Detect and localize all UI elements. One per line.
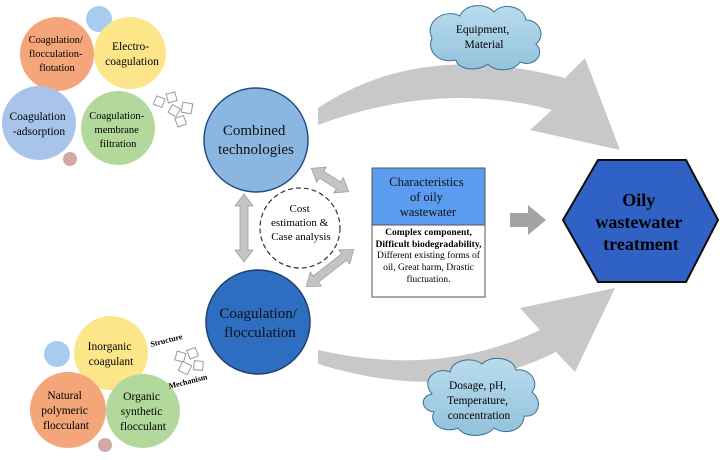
characteristics-header	[371, 167, 486, 226]
cloud-bottom-line: Temperature,	[447, 395, 508, 407]
circle-inorganic-coagulant	[74, 316, 148, 390]
circle-organic-synthetic	[106, 374, 180, 448]
coag-floc-flot-line: flocculation-	[29, 49, 83, 60]
vertical-double-arrow	[234, 193, 254, 263]
combined-technologies-label: Combined technologies	[218, 123, 294, 158]
circle-natural-polymeric	[30, 372, 106, 448]
combined-line: Combined	[223, 123, 286, 139]
target-label: Oily wastewater treatment	[595, 190, 686, 254]
lower-diagonal-double-arrow	[305, 249, 355, 287]
organic-line: flocculant	[120, 421, 167, 433]
circle-coag-membrane	[81, 91, 155, 165]
organic-line: synthetic	[121, 406, 163, 418]
char-title-line: of oily	[410, 190, 444, 204]
right-arrow-to-target	[510, 205, 546, 235]
label-organic-synthetic: Organic synthetic flocculant	[120, 391, 167, 433]
coag-center-line: Coagulation/	[219, 306, 297, 322]
label-natural-polymeric: Natural polymeric flocculant	[41, 390, 91, 432]
coag-membrane-line: filtration	[100, 139, 137, 150]
target-line: wastewater	[595, 212, 682, 232]
coagulation-flocculation-label: Coagulation/ flocculation	[219, 306, 300, 341]
natural-line: flocculant	[43, 420, 90, 432]
label-coag-floc-flotation: Coagulation/ flocculation- flotation	[29, 35, 86, 74]
label-inorganic-coagulant: Inorganic coagulant	[88, 341, 135, 368]
coag-adsorption-line: Coagulation	[9, 111, 65, 123]
small-blue-dot-top	[86, 6, 112, 32]
electro-line: Electro-	[112, 41, 149, 53]
coagulation-flocculation-circle	[205, 269, 311, 375]
label-coag-adsorption: Coagulation -adsorption	[9, 111, 68, 138]
target-hexagon	[561, 159, 720, 283]
puzzle-pieces-icon	[174, 346, 204, 376]
characteristics-title: Characteristics of oily wastewater	[389, 175, 466, 219]
cloud-bottom-line: Dosage, pH,	[449, 380, 506, 392]
cloud-equipment-material	[429, 5, 542, 71]
natural-line: polymeric	[41, 405, 88, 417]
coag-membrane-line: membrane	[95, 125, 140, 136]
natural-line: Natural	[47, 390, 81, 402]
electro-line: coagulation	[105, 56, 159, 68]
label-coag-membrane: Coagulation- membrane filtration	[89, 111, 146, 150]
coag-membrane-line: Coagulation-	[89, 111, 144, 122]
char-title-line: Characteristics	[389, 175, 463, 189]
coag-floc-flot-line: flotation	[39, 63, 75, 74]
cost-case-label: Cost estimation & Case analysis	[271, 203, 331, 243]
bottom-curved-arrow	[318, 288, 615, 382]
cost-case-circle	[259, 187, 341, 269]
organic-line: Organic	[123, 391, 160, 403]
combined-technologies-circle	[203, 87, 309, 193]
small-blue-dot-bottom	[44, 341, 70, 367]
circle-electro-coagulation	[94, 17, 166, 89]
structure-label: Structure	[149, 332, 183, 349]
top-curved-arrow	[318, 58, 620, 150]
char-body-text: Different existing forms of oil, Great h…	[377, 250, 480, 285]
coag-center-line: flocculation	[224, 325, 296, 341]
upper-diagonal-double-arrow	[310, 166, 350, 194]
char-bold-line-2: Difficult biodegradability,	[375, 238, 482, 250]
cloud-top-line: Material	[465, 39, 504, 51]
circle-coag-floc-flotation	[20, 17, 94, 91]
cloud-top-line: Equipment,	[456, 24, 509, 36]
cost-case-line: Case analysis	[271, 231, 331, 243]
label-electro-coagulation: Electro- coagulation	[105, 41, 159, 68]
circle-coag-adsorption	[2, 86, 76, 160]
target-line: Oily	[622, 190, 655, 210]
cost-case-line: estimation &	[271, 217, 329, 229]
cloud-dosage-conditions	[422, 357, 539, 436]
coag-floc-flot-line: Coagulation/	[29, 35, 83, 46]
coag-adsorption-line: -adsorption	[13, 126, 66, 138]
target-line: treatment	[603, 234, 679, 254]
cloud-bottom-line: concentration	[448, 410, 511, 422]
small-pink-dot-top	[63, 152, 77, 166]
combined-line: technologies	[218, 142, 294, 158]
cost-case-line: Cost	[290, 203, 310, 215]
inorganic-line: Inorganic	[88, 341, 132, 353]
mechanism-label: Mechanism	[168, 372, 209, 390]
char-bold-line-1: Complex component,	[385, 227, 472, 238]
small-pink-dot-bottom	[98, 438, 112, 452]
cloud-dosage-label: Dosage, pH, Temperature, concentration	[447, 380, 511, 422]
char-title-line: wastewater	[400, 205, 457, 219]
inorganic-line: coagulant	[89, 356, 135, 368]
characteristics-body: Complex component, Difficult biodegradab…	[375, 227, 482, 285]
puzzle-pieces-icon	[152, 91, 194, 128]
cloud-equipment-label: Equipment, Material	[456, 24, 512, 51]
